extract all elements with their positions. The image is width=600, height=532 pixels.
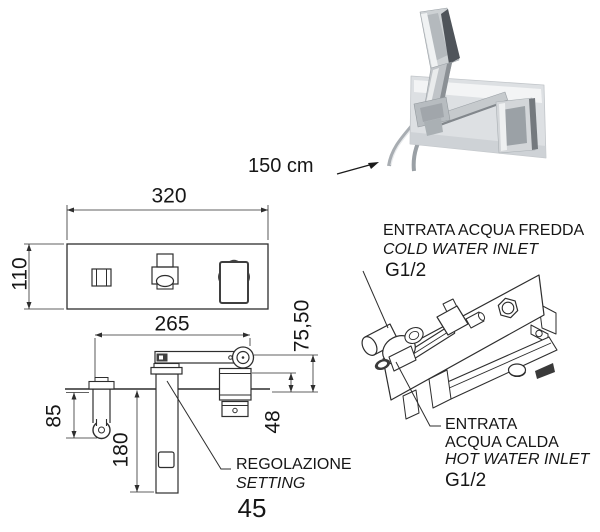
side-holder (88, 377, 115, 440)
photo-holder (413, 96, 451, 136)
hot-inlet-label-english: HOT WATER INLET (445, 451, 590, 468)
hose-length-label: 150 cm (248, 155, 314, 177)
setting-value-dim: 45 (237, 493, 267, 523)
side-arm (154, 346, 255, 369)
front-spout (151, 253, 179, 290)
photo-handle (495, 97, 538, 154)
hot-inlet-label-italian-line1: ENTRATA (445, 416, 518, 433)
side-mixer-body (218, 367, 252, 418)
side-spout (150, 362, 183, 494)
dimension-lines (24, 205, 318, 493)
cold-inlet-label-english: COLD WATER INLET (383, 241, 538, 258)
cold-inlet-leader (362, 270, 389, 329)
valve-body (361, 323, 424, 372)
hot-inlet-leader (395, 361, 441, 427)
side-body-height-dim: 48 (261, 410, 285, 434)
front-handle (218, 259, 250, 304)
side-reach-dim: 265 (154, 312, 190, 336)
side-arm-height-dim: 75,50 (290, 299, 314, 353)
front-height-dim: 110 (8, 257, 32, 291)
front-view (66, 243, 269, 310)
hot-inlet-label-italian-line2: ACQUA CALDA (445, 434, 559, 451)
setting-label-english: SETTING (236, 475, 306, 492)
hot-inlet-thread-size: G1/2 (445, 470, 487, 491)
front-width-dim: 320 (151, 184, 187, 208)
setting-label-italian: REGOLAZIONE (236, 456, 352, 473)
side-holder-dim: 85 (42, 404, 66, 428)
perspective-view (361, 270, 558, 427)
side-spout-length-dim: 180 (109, 432, 133, 468)
cold-inlet-thread-size: G1/2 (385, 260, 427, 281)
lower-bracket (442, 336, 558, 400)
product-photo (336, 7, 547, 175)
plate-hex-nut (497, 297, 519, 319)
hose-length-arrow (336, 162, 379, 175)
side-view (65, 346, 270, 494)
photo-handshower (419, 7, 460, 111)
cold-inlet-label-italian: ENTRATA ACQUA FREDDA (383, 222, 585, 239)
front-holder (91, 268, 112, 287)
tube-end-fitting (436, 298, 486, 336)
setting-leader-line (166, 380, 231, 470)
